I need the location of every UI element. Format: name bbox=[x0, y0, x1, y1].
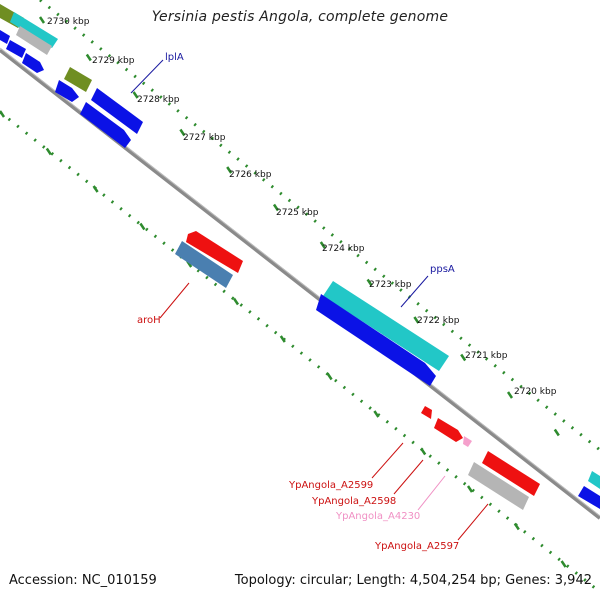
tick-mark bbox=[45, 147, 52, 156]
tick-mark bbox=[413, 316, 420, 324]
kbp-label: 2724 kbp bbox=[322, 244, 365, 254]
tick-mark bbox=[85, 53, 92, 62]
leader-a2597 bbox=[457, 503, 489, 541]
gene-ypangola-a4230 bbox=[463, 436, 472, 447]
gene-olive-lpla-region bbox=[64, 67, 92, 92]
gene-labels: lplA ppsA aroH YpAngola_A2599 YpAngola_A… bbox=[137, 52, 459, 552]
guide-line-inner bbox=[0, 110, 600, 594]
kbp-label: 2728 kbp bbox=[137, 95, 180, 105]
kbp-label: 2722 kbp bbox=[417, 316, 460, 326]
gene-features bbox=[0, 4, 600, 510]
gene-cyan-right-edge bbox=[588, 471, 600, 489]
tick-mark bbox=[366, 278, 373, 287]
leader-aroh bbox=[159, 282, 190, 319]
tick-mark bbox=[38, 16, 46, 24]
gene-blue-right-edge bbox=[578, 486, 600, 509]
leader-lpla bbox=[130, 59, 164, 94]
tick-mark bbox=[326, 372, 333, 381]
map-title: Yersinia pestis Angola, complete genome bbox=[151, 9, 449, 25]
tick-mark bbox=[232, 297, 240, 306]
kbp-label: 2727 kbp bbox=[183, 133, 226, 143]
gene-label-a2597: YpAngola_A2597 bbox=[374, 541, 459, 552]
gene-label-a2599: YpAngola_A2599 bbox=[288, 480, 373, 491]
kbp-label: 2725 kbp bbox=[276, 208, 319, 218]
tick-mark bbox=[272, 203, 280, 212]
gene-label-ppsa: ppsA bbox=[430, 264, 455, 275]
gene-blue-topleft-1 bbox=[0, 30, 10, 44]
gene-blue-small-1 bbox=[55, 80, 79, 102]
tick-mark bbox=[139, 222, 146, 231]
gene-cyan-topleft bbox=[10, 12, 58, 48]
guide-line-outer bbox=[39, 0, 600, 452]
gene-label-a2598: YpAngola_A2598 bbox=[311, 496, 396, 507]
gene-blue-topleft-2 bbox=[6, 40, 26, 58]
gene-grey-topleft bbox=[16, 26, 52, 55]
label-leaders bbox=[130, 59, 489, 541]
kbp-label: 2729 kbp bbox=[92, 56, 135, 66]
gene-ppsa bbox=[323, 281, 449, 371]
kbp-label: 2721 kbp bbox=[465, 351, 508, 361]
tick-mark bbox=[92, 185, 99, 193]
gene-aroh bbox=[175, 241, 233, 288]
tick-marks bbox=[0, 16, 567, 568]
gene-lpla bbox=[91, 88, 143, 134]
topology-text: Topology: circular; Length: 4,504,254 bp… bbox=[234, 573, 592, 588]
gene-ypangola-a2597 bbox=[468, 462, 529, 510]
gene-blue-topleft-3 bbox=[22, 53, 44, 73]
leader-a4230 bbox=[417, 475, 446, 511]
tick-mark bbox=[279, 335, 286, 343]
gene-red-bottom-right bbox=[482, 451, 540, 496]
gene-label-aroh: aroH bbox=[137, 315, 161, 326]
tick-mark bbox=[420, 447, 427, 456]
tick-mark bbox=[513, 522, 520, 531]
gene-label-a4230: YpAngola_A4230 bbox=[335, 511, 420, 522]
leader-a2598 bbox=[393, 459, 424, 495]
gene-ypangola-a2599 bbox=[421, 406, 432, 419]
tick-mark bbox=[132, 91, 139, 99]
gene-blue-long-ppsa bbox=[316, 294, 436, 386]
tick-mark bbox=[553, 428, 560, 437]
gene-label-lpla: lplA bbox=[165, 52, 184, 63]
tick-mark bbox=[506, 391, 514, 399]
scale-labels: 2730 kbp 2729 kbp 2728 kbp 2727 kbp 2726… bbox=[47, 17, 557, 397]
tick-mark bbox=[179, 128, 186, 137]
kbp-label: 2730 kbp bbox=[47, 17, 90, 27]
tick-mark bbox=[226, 166, 233, 174]
tick-mark bbox=[0, 110, 6, 118]
tick-mark bbox=[373, 410, 380, 418]
gene-ypangola-a2598 bbox=[434, 418, 463, 442]
tick-mark bbox=[560, 560, 567, 568]
accession-text: Accession: NC_010159 bbox=[9, 573, 157, 588]
kbp-label: 2723 kbp bbox=[369, 280, 412, 290]
tick-mark bbox=[460, 353, 467, 362]
leader-a2599 bbox=[371, 442, 404, 479]
leader-ppsa bbox=[400, 275, 429, 308]
kbp-label: 2720 kbp bbox=[514, 387, 557, 397]
gene-arou-red bbox=[186, 231, 243, 273]
tick-mark bbox=[466, 485, 474, 493]
gene-blue-long-1 bbox=[80, 102, 131, 148]
kbp-label: 2726 kbp bbox=[229, 170, 272, 180]
tick-mark bbox=[319, 241, 326, 249]
